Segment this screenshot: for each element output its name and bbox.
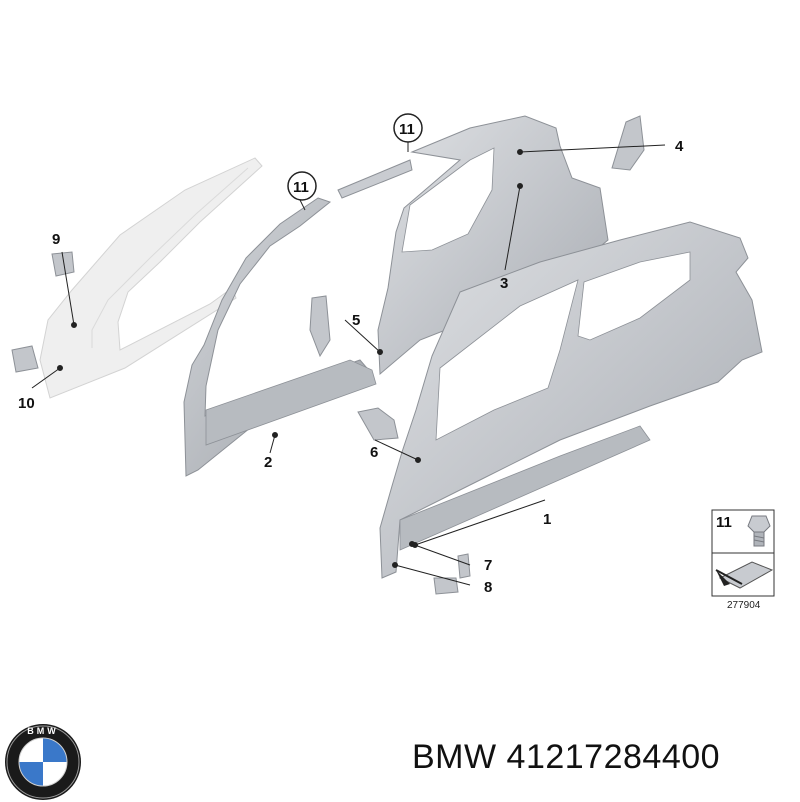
leader-lines (31, 142, 666, 586)
part-11-roof-strip (337, 159, 413, 199)
bmw-logo-letters: BMW (27, 726, 59, 736)
part-2-side-frame (183, 197, 377, 477)
callout-4: 4 (675, 138, 684, 155)
callout-11-b: 11 (293, 179, 309, 196)
legend-callout-11: 11 (716, 514, 732, 531)
part-9-bracket (51, 251, 75, 277)
callout-10: 10 (18, 395, 35, 412)
callout-6: 6 (370, 444, 378, 461)
part-6-bracket (357, 407, 399, 441)
part-1-side-panel (379, 221, 763, 579)
bolt-icon (747, 515, 771, 547)
callout-1: 1 (543, 511, 551, 528)
part-8-bracket (433, 577, 459, 595)
callout-7: 7 (484, 557, 492, 574)
callout-2: 2 (264, 454, 272, 471)
part-number: 41217284400 (506, 738, 721, 776)
callout-8: 8 (484, 579, 492, 596)
diagram-number: 277904 (727, 600, 761, 611)
brand-name: BMW (412, 738, 497, 776)
part-3-quarter-panel (377, 115, 609, 376)
callout-5: 5 (352, 312, 360, 329)
part-4-bracket (611, 115, 645, 171)
part-10-bracket (11, 345, 39, 373)
bmw-logo: BMW (5, 724, 81, 800)
part-caption: BMW 41217284400 (412, 738, 720, 777)
part-7-bracket (457, 553, 471, 579)
part-5-bracket (309, 295, 331, 358)
callout-9: 9 (52, 231, 60, 248)
callout-3: 3 (500, 275, 508, 292)
fastener-legend-box: 11 (711, 509, 775, 597)
callout-11-circle-b: 11 (287, 171, 317, 201)
arrow-panel-icon (715, 561, 774, 589)
callout-11-circle-a: 11 (393, 113, 423, 143)
callout-11-a: 11 (399, 121, 415, 138)
ghost-body-frame (39, 157, 263, 399)
